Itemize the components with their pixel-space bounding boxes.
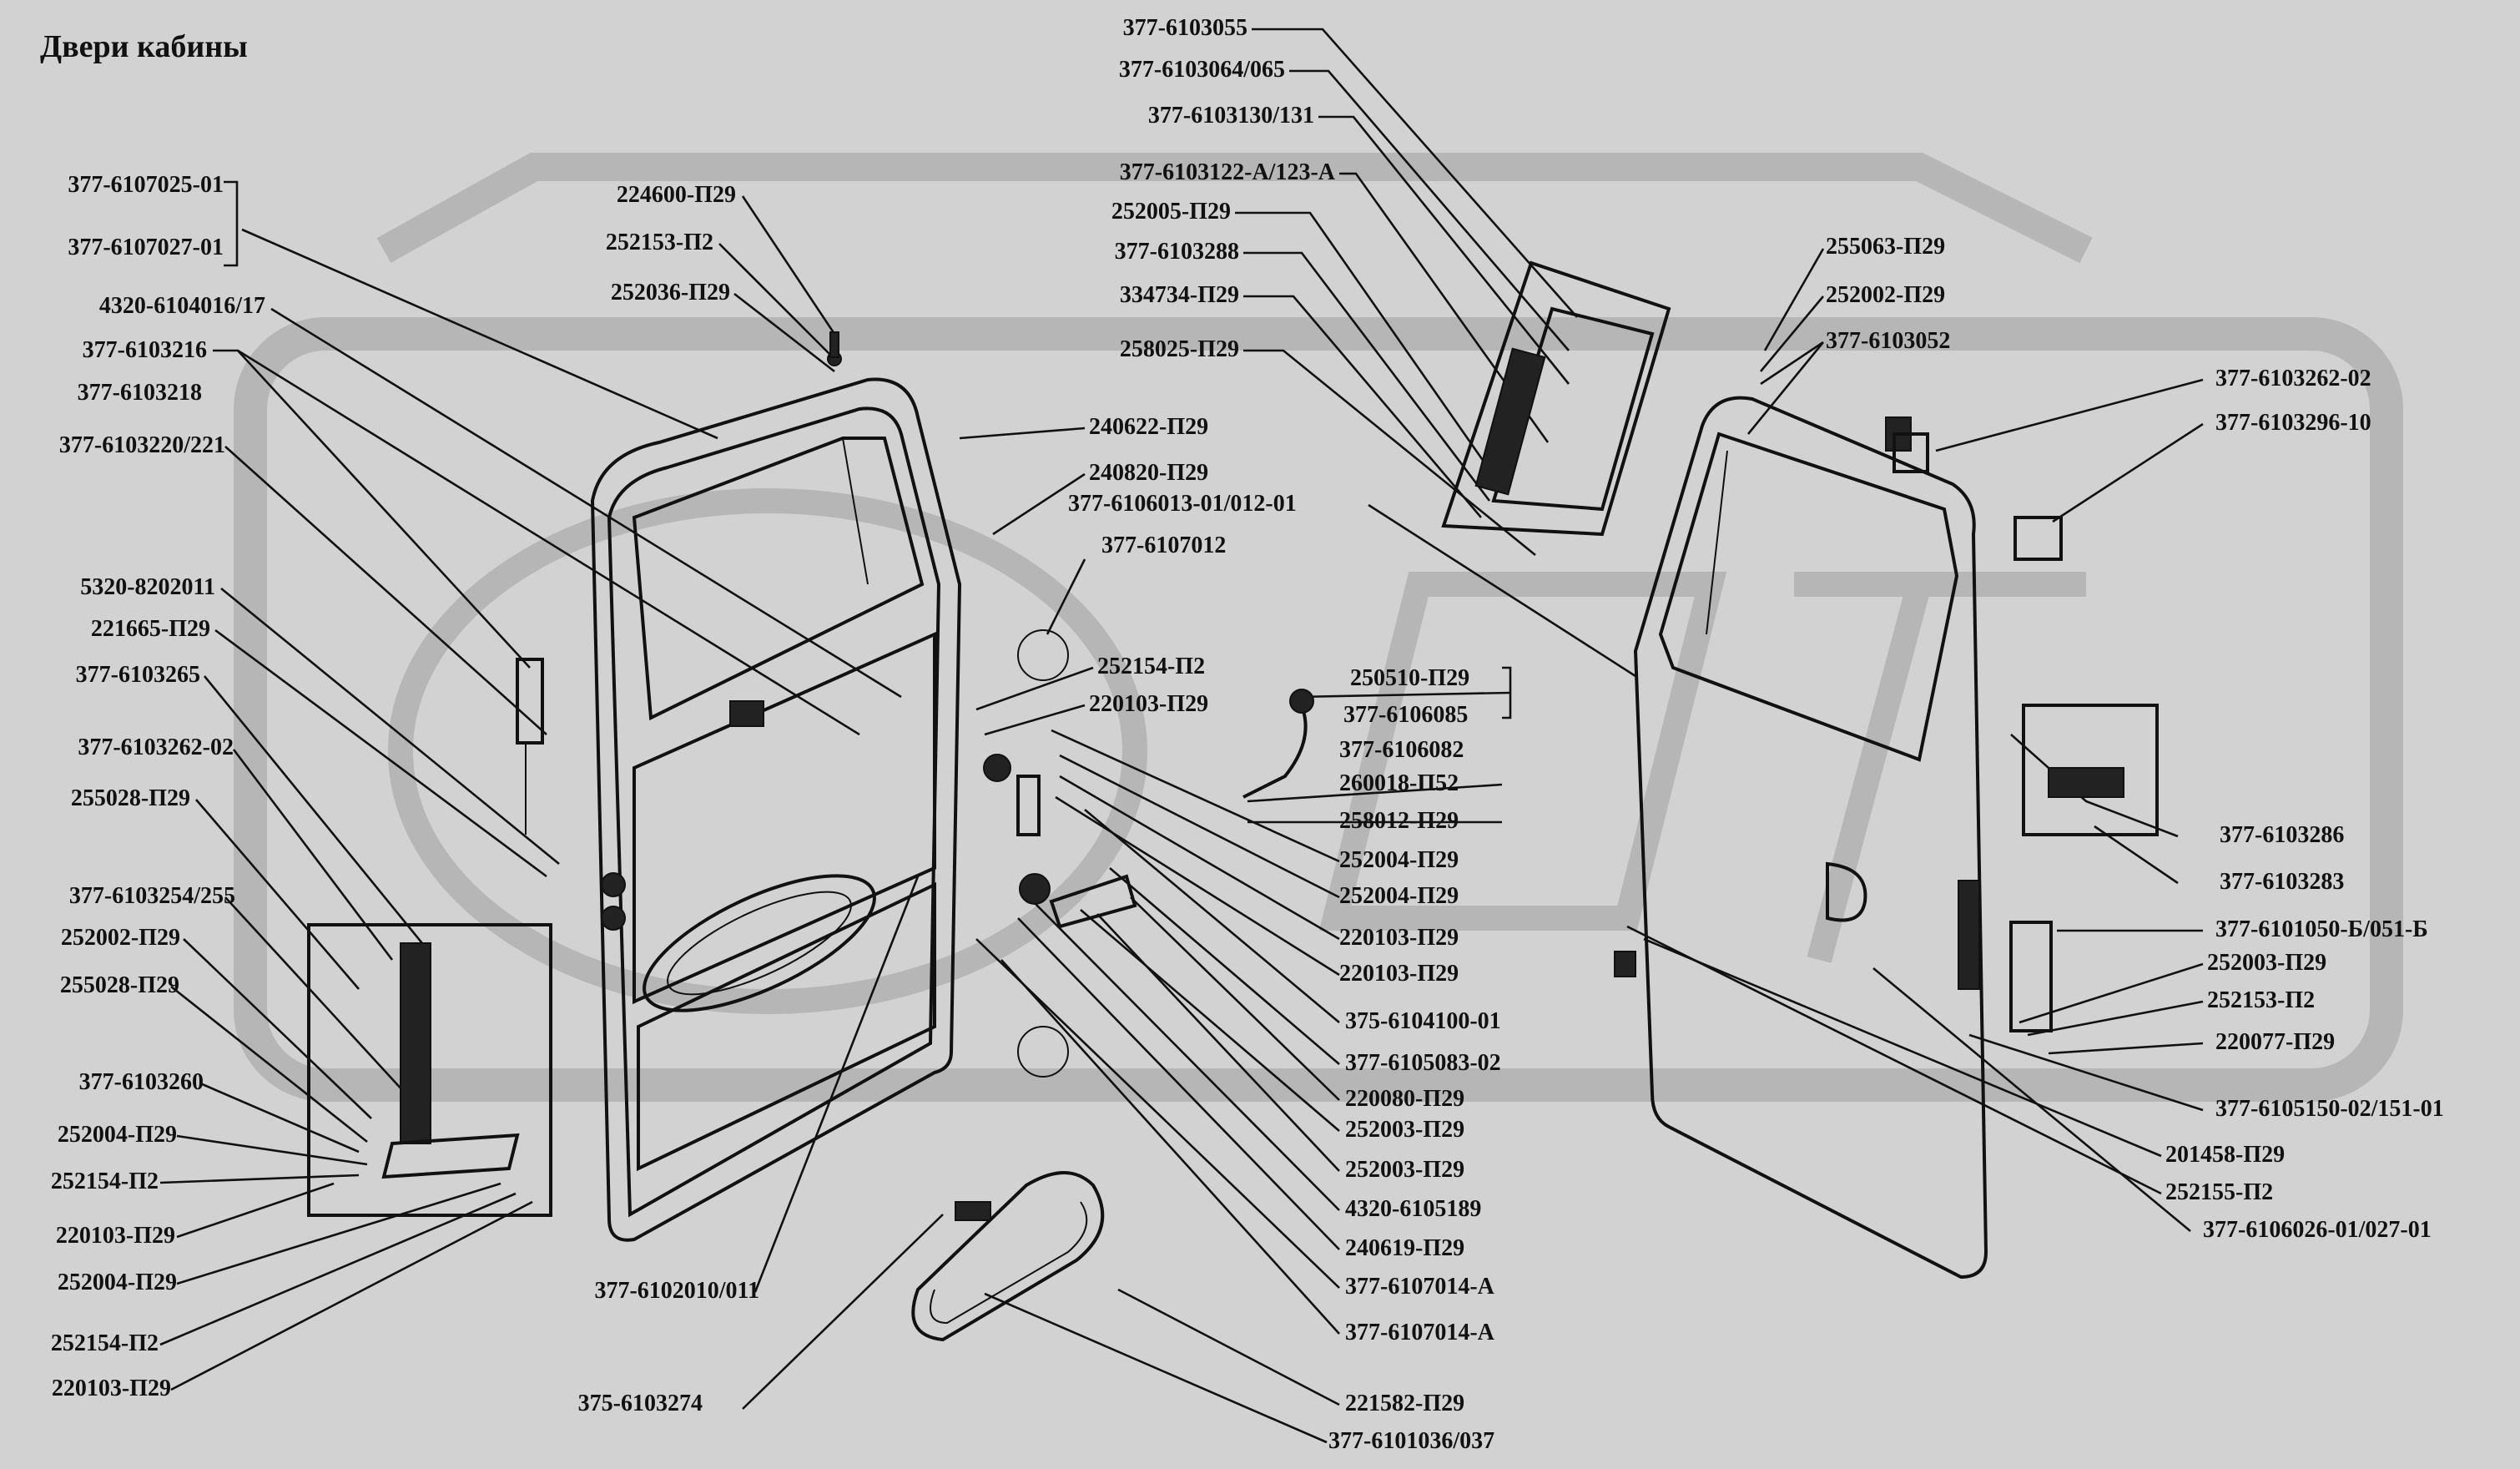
callout-label: 220077-П29 <box>2215 1029 2336 1055</box>
callout-label: 377-6106085 <box>1343 702 1469 728</box>
callout-label: 334734-П29 <box>1119 282 1239 308</box>
callout-label: 252155-П2 <box>2165 1179 2274 1205</box>
callout-label: 252003-П29 <box>1345 1157 1465 1183</box>
callout-label: 252153-П2 <box>2207 987 2316 1013</box>
callout-label: 252005-П29 <box>1111 199 1231 225</box>
callout-label: 252154-П2 <box>50 1169 159 1194</box>
right-door <box>1614 396 2159 1280</box>
watermark-logo <box>234 153 2403 1102</box>
callout-label: 4320-6105189 <box>1345 1196 1482 1222</box>
callout-label: 377-6103288 <box>1114 239 1239 265</box>
callout-label: 377-6107025-01 <box>68 172 224 198</box>
left-door <box>590 377 962 1242</box>
callout-label: 255028-П29 <box>59 972 179 998</box>
callout-label: 220103-П29 <box>1339 961 1459 987</box>
callout-label: 252004-П29 <box>57 1270 177 1295</box>
hinge-assembly-left <box>307 658 552 1217</box>
callout-label: 377-6103262-02 <box>2215 366 2371 391</box>
callout-label: 260018-П52 <box>1339 770 1459 796</box>
callout-label: 224600-П29 <box>616 182 736 208</box>
armrest <box>911 1171 1105 1342</box>
callout-label: 377-6103220/221 <box>58 432 225 458</box>
callout-label: 252004-П29 <box>1339 883 1459 909</box>
callout-label: 377-6106082 <box>1339 737 1464 763</box>
callout-label: 377-6101036/037 <box>1328 1428 1495 1454</box>
callout-label: 255028-П29 <box>70 785 190 811</box>
callout-label: 377-6103262-02 <box>78 734 234 760</box>
callout-label: 377-6103254/255 <box>68 883 235 909</box>
callout-label: 255063-П29 <box>1826 234 1946 260</box>
callout-label: 252003-П29 <box>1345 1117 1465 1143</box>
callout-label: 252002-П29 <box>1826 282 1946 308</box>
callout-label: 377-6106026-01/027-01 <box>2203 1217 2432 1243</box>
page-title: Двери кабины <box>40 29 248 64</box>
callout-label: 240820-П29 <box>1089 460 1209 486</box>
callout-label: 252154-П2 <box>1097 654 1206 679</box>
callout-label: 377-6105150-02/151-01 <box>2215 1096 2444 1122</box>
callout-label: 5320-8202011 <box>80 574 215 600</box>
callout-label: 221665-П29 <box>90 616 210 642</box>
callout-label: 220103-П29 <box>1339 925 1459 951</box>
callout-label: 377-6103286 <box>2220 822 2345 848</box>
callout-label: 377-6107014-А <box>1345 1320 1494 1345</box>
callout-label: 221582-П29 <box>1345 1391 1465 1416</box>
callout-label: 377-6102010/011 <box>594 1278 759 1304</box>
fasteners-middle <box>827 331 1314 1078</box>
callout-label: 377-6107014-А <box>1345 1274 1494 1300</box>
callout-label: 377-6103283 <box>2220 869 2345 895</box>
callout-label: 220080-П29 <box>1345 1086 1465 1112</box>
callout-label: 377-6103052 <box>1826 328 1951 354</box>
callout-label: 252154-П2 <box>50 1330 159 1356</box>
callout-label: 250510-П29 <box>1350 665 1470 691</box>
callout-label: 377-6103296-10 <box>2215 410 2371 436</box>
callout-label: 377-6101050-Б/051-Б <box>2215 916 2428 942</box>
callout-label: 252036-П29 <box>610 280 730 305</box>
callout-label: 377-6106013-01/012-01 <box>1068 491 1297 517</box>
callout-label: 375-6103274 <box>577 1391 703 1416</box>
callout-label: 240622-П29 <box>1089 414 1209 440</box>
callout-label: 220103-П29 <box>55 1223 175 1249</box>
callout-label: 377-6103218 <box>77 380 202 406</box>
callout-label: 201458-П29 <box>2165 1142 2286 1168</box>
callout-label: 377-6103260 <box>78 1069 204 1095</box>
callout-label: 252153-П2 <box>605 230 713 255</box>
callout-label: 375-6104100-01 <box>1345 1008 1501 1034</box>
callout-label: 252004-П29 <box>1339 847 1459 873</box>
regulator-inset <box>1441 260 1671 537</box>
callout-label: 377-6103122-А/123-А <box>1119 159 1335 185</box>
callout-label: 220103-П29 <box>51 1376 171 1401</box>
callout-label: 377-6103055 <box>1122 15 1247 41</box>
callout-label: 377-6103216 <box>82 337 207 363</box>
callout-label: 377-6107027-01 <box>68 235 224 260</box>
callout-label: 252002-П29 <box>60 925 180 951</box>
callout-label: 220103-П29 <box>1089 691 1209 717</box>
callout-label: 4320-6104016/17 <box>98 293 265 319</box>
callout-label: 377-6103265 <box>75 662 200 688</box>
callout-label: 377-6103130/131 <box>1147 103 1314 129</box>
callout-label: 252004-П29 <box>57 1122 177 1148</box>
callout-label: 240619-П29 <box>1345 1235 1465 1261</box>
callout-label: 377-6103064/065 <box>1118 57 1285 83</box>
callout-label: 258012-П29 <box>1339 808 1459 834</box>
callout-label: 377-6105083-02 <box>1345 1050 1501 1076</box>
callout-label: 252003-П29 <box>2207 950 2327 976</box>
callout-label: 258025-П29 <box>1119 336 1239 362</box>
callout-label: 377-6107012 <box>1101 533 1227 558</box>
